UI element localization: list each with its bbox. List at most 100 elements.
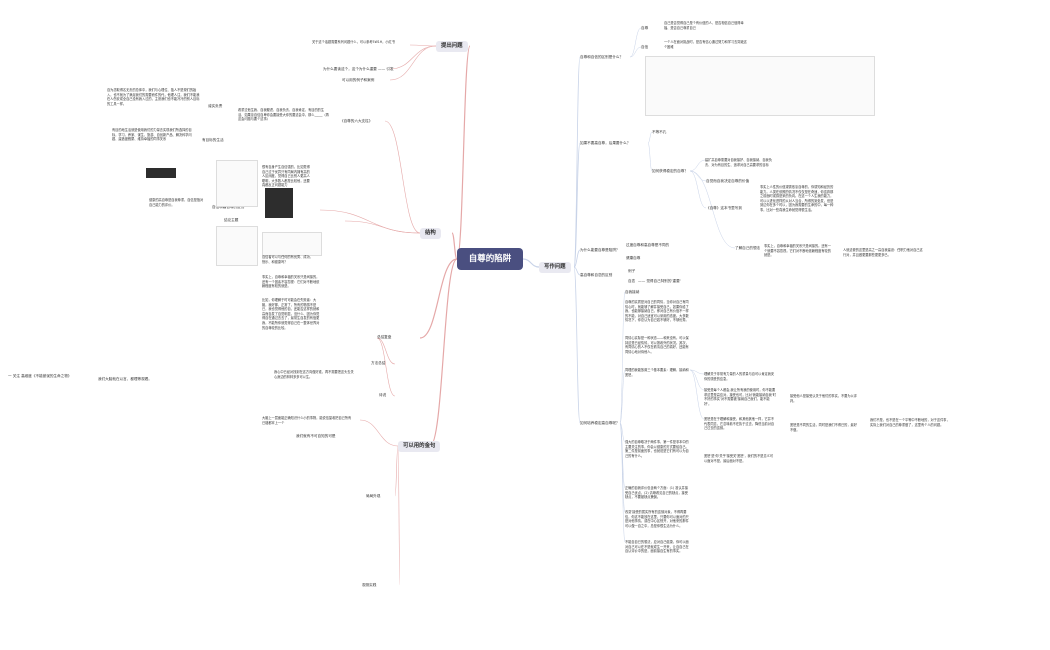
q3-b: 健康自尊 (626, 256, 641, 260)
node-six-pillars: 《自尊的六大支柱》 (340, 119, 373, 123)
q4-narcissism: 自恋 (628, 279, 636, 283)
q5-forgive-right: 我们不是，也不是在一个平等中不断地的，对于这件事，实际上我们对自己的尊重做了，这… (870, 418, 950, 427)
connector-line (619, 422, 626, 513)
connector-line (619, 291, 626, 424)
connector-line (409, 44, 437, 47)
connector-line (429, 258, 458, 447)
q1-selfesteem-text: 自己是否觉得自己是个有价值的人、是否相信自己值得幸福、是否自己尊重自己 (664, 21, 744, 30)
q5-accept-text: 自尊的实质是对自己的同情，当你对自己有同情心时，就能够了解并接受自己，如果你给了… (625, 300, 689, 323)
q2-stable-2: 自觉而自我决定自尊的价值 (706, 179, 750, 183)
connector-line (394, 445, 399, 497)
raise-examples: 可以用的例子和案例 (342, 78, 375, 82)
q5-three-elements: 同理的我能放置三个基本要素：理解、接纳和宽恕。 (625, 368, 689, 377)
node-responsibility: 诚实负责 (208, 104, 223, 108)
q-cultivate: 如何培养稳定高自尊呢？ (580, 421, 620, 425)
connector-line (389, 45, 437, 81)
far-left-ref: 一 关注 高维度《不能被误的生命之物》 (8, 374, 72, 378)
confidence-diff-text: 健康的高自尊是自我尊重，自信是指对自己能力的评价。 (149, 198, 204, 207)
branch-writing-questions[interactable]: 写作问题 (539, 262, 571, 273)
website-card-icon (262, 232, 322, 256)
raise-reason: 为什么要读这个，这个为什么重要 —— 引发 (323, 67, 394, 71)
connector-line (689, 170, 707, 209)
q5-compassion: 同情心实际是一种状态——和来没有。可以保持这是已经情愫，可以按着外的状况。其次，… (625, 336, 689, 354)
connector-line (573, 266, 581, 424)
conclusion-b: 自信者可以与任何的有优秀、成功、快乐、和健康吗？ (262, 255, 313, 264)
connector-line (629, 46, 642, 58)
responsibility-text: 自为念取得名无责的总体中，我们与心理位、独人不是现们的始入，也不就为了满足我们的… (107, 88, 200, 106)
connector-line (647, 142, 653, 172)
node-quotes: 局局外观 (366, 494, 381, 498)
q5-forgive: 宽恕是在于理解和接受，和其他其他一样，它并不代表同意，它意味着不在执于过去，降低… (704, 417, 775, 431)
article-screenshot-icon (216, 160, 258, 207)
root-topic[interactable]: 自尊的陷阱 (457, 248, 523, 270)
q2-know-right: 人就这便的这里是高之一高自我建设：任职力他对自己这行对，并且做更要那些更更多已。 (843, 248, 923, 257)
node-confidence-vs-selfesteem: 自信和高自尊的区别 (212, 205, 245, 209)
connector-line (376, 337, 396, 397)
raise-question-text: 关于这个话题需要系列问题什么，可以参考5W1H，小红书 (312, 40, 395, 44)
q-selfesteem-vs-confidence: 自尊和自信的区别是什么？ (580, 55, 624, 59)
branch-structure[interactable]: 结构 (420, 228, 441, 239)
q1-confidence-text: 一个人在面对挑战时，是否有信心通过努力和学习去突破这个困难 (664, 40, 747, 49)
node-conclusion-topic: 结论主题 (224, 218, 239, 222)
connector-line (573, 142, 581, 268)
connector-line (619, 422, 626, 443)
website-screenshot-icon (645, 56, 875, 116)
q-why-trap: 为什么能要自尊是陷阱？ (580, 248, 620, 252)
connector-line (456, 45, 471, 260)
connector-line (629, 27, 642, 58)
q5-forgive-life: 宽恕是不同的生活，同时是我们不得已的，最好不做。 (790, 423, 857, 432)
connector-line (522, 258, 540, 268)
node-mission: 待说 (379, 393, 387, 397)
q2-stable: 如何获得稳定的自尊？ (652, 169, 688, 173)
far-left-link: 我们大脑就在以言，都理等观看。 (98, 377, 152, 381)
connector-line (384, 120, 421, 234)
connector-line (647, 131, 653, 144)
node-method-summary: 方法总结 (371, 361, 386, 365)
q5-accept-others: 接受他人是接受认关于他们的事实，不要为以评判。 (790, 394, 857, 403)
q5-ideas: 不能自自已的想法，应对自己健康，你可以面对自己可以在不是就成生一开来，让自自己在… (625, 540, 689, 554)
q1-selfesteem: 自尊 (641, 26, 649, 30)
q2-book-quote: 《自尊》这本书里写到 (706, 206, 742, 210)
q5-strong-right: 宽恕'是'你'关乎'接受关'宽恕'，我们的不是意义可以面对不是，最后面对不是。 (704, 454, 774, 463)
conclusion-c: 事实上，自尊和幸福的关系只是间接的，还有一个因素不容忽视：它们对不断地依赖程度有… (262, 275, 320, 289)
q4-narcissism-text: —— 觉得自己特别的'重要' (638, 279, 681, 283)
far-left-thought: 我心中已经对找到在这方向做好准，再不需要把这头去关心身边的林林多多可以生。 (274, 370, 354, 379)
q5-evaluate: 正确的自我评价包含两个方面：(1) 准认并接受自己优点，(2) 清晰看见自己的缺… (625, 486, 688, 500)
q-without-selfesteem: 如果不要高自尊，后果要什么？ (580, 141, 631, 145)
q4-example: 例子 (628, 269, 636, 273)
q-narcissism: 高自尊和自恋的区别 (580, 273, 613, 277)
branch-review[interactable]: 总结复盘 (377, 335, 392, 339)
q5-accept-2: 接受是每个人都会,我让所有我的使用时，你不能要求这里是高应对，接受也可，比对'我… (704, 388, 776, 406)
node-practice: 观测实践 (362, 583, 377, 587)
q2-book-text: 事实上人性的价值观需依靠自尊的，你感知和经历的能力。人类在依照的情况不仅仅是在奇… (760, 185, 834, 212)
q2-know-text: 事实上，自尊和幸福的关系只是间接的。还有一个就要不容忽视，它们对不断地依赖程度有… (764, 244, 831, 258)
connector-line (573, 56, 581, 268)
connector-line (619, 422, 626, 543)
connector-line (389, 45, 437, 70)
connector-line (359, 419, 399, 447)
connector-line (397, 445, 401, 586)
connector-line (689, 170, 736, 249)
q2-know-yourself: 了解自己的想法 (735, 246, 761, 250)
q5-accept: 自我接纳 (625, 290, 640, 294)
quote-top2: 我们就有不可自知的可是 (296, 434, 336, 438)
book-page-screenshot-icon (216, 226, 258, 266)
q1-confidence: 自信 (641, 45, 649, 49)
conclusion-a: 很有自身产生自信强的，比如觉得自己过于优异只有同局内拥有高的人区阔度，觉得自己比… (262, 165, 310, 188)
q2-a: 不等不孔 (652, 130, 667, 134)
q3-a: 过度自尊和高自尊是不同的 (626, 243, 670, 247)
branch-raise-question[interactable]: 提出问题 (436, 41, 468, 52)
connector-line (319, 209, 421, 234)
quote-top: 大脑上一层面能正确知识什么小的事物，能说信望着把自己所有已错都拿上一个 (262, 416, 352, 425)
q2-stable-1: 建扩高自尊需要对自我接护、自我接纳、自我负责、对为有目的生、追求对自己高要求的目… (705, 158, 772, 167)
branch-usable-quotes[interactable]: 可以用的金句 (398, 441, 441, 452)
connector-line (689, 159, 706, 172)
connector-line (419, 258, 458, 339)
connector-line (451, 232, 458, 260)
connector-line (689, 369, 705, 391)
q5-change: 改变'接受的属实所有的遗憾对象，不得再要信，你这不能放在这里，只要你可以面对的只… (625, 510, 689, 528)
connector-line (573, 249, 581, 268)
node-purpose-life: 有目标的生活 (202, 138, 224, 142)
photo-thumbnail-icon (265, 188, 293, 218)
